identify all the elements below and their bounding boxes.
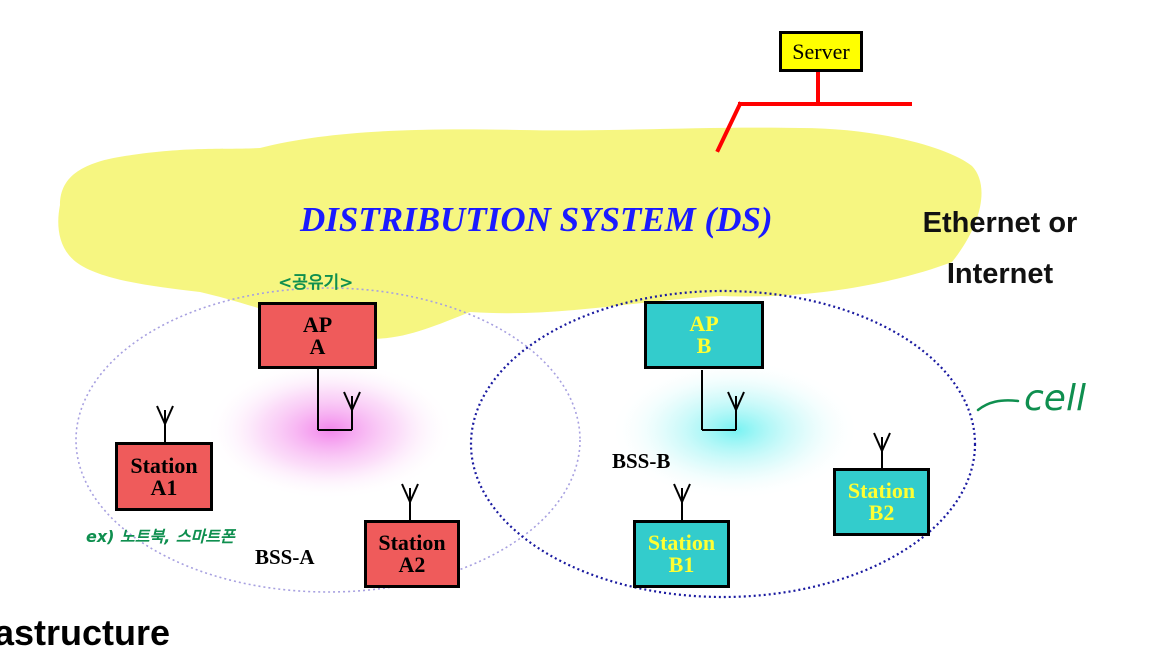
station-a2-line1: Station [378, 530, 446, 555]
bss-b-label: BSS-B [612, 449, 671, 473]
server-label: Server [792, 38, 850, 64]
station-a2-line2: A2 [398, 552, 426, 577]
station-a2-antenna-icon [401, 483, 419, 521]
station-a1-antenna-icon [156, 405, 174, 443]
station-a2-box: Station A2 [364, 520, 460, 588]
bss-b-cell-boundary [469, 289, 977, 599]
network-note: Ethernet or Internet [880, 198, 1120, 300]
ap-b-antenna-icon [701, 370, 745, 431]
ap-a-box: AP A [258, 302, 377, 369]
ap-a-line2: A [309, 333, 326, 359]
cell-note: cell [1024, 378, 1086, 419]
station-b1-box: Station B1 [633, 520, 730, 588]
ds-link [715, 70, 912, 153]
station-b1-line2: B1 [668, 552, 695, 577]
network-note-line2: Internet [946, 258, 1054, 290]
station-b2-line1: Station [847, 478, 916, 503]
bss-a-label: BSS-A [255, 545, 315, 569]
station-b2-antenna-icon [873, 432, 891, 470]
station-b2-box: Station B2 [833, 468, 930, 536]
station-a1-line2: A1 [150, 474, 178, 500]
station-a1-box: Station A1 [115, 442, 213, 511]
bss-a-cell-boundary [75, 287, 581, 593]
server-box: Server [779, 31, 863, 72]
ap-b-line2: B [696, 333, 712, 358]
ap-b-line1: AP [689, 311, 719, 336]
station-b2-line2: B2 [868, 500, 895, 525]
ap-a-antenna-icon [317, 369, 361, 431]
network-note-line1: Ethernet or [922, 207, 1078, 239]
ap-a-line1: AP [302, 311, 333, 337]
station-b1-antenna-icon [673, 483, 691, 521]
ap-b-box: AP B [644, 301, 764, 369]
distribution-system-cloud [58, 127, 982, 339]
distribution-system-title: DISTRIBUTION SYSTEM (DS) [300, 200, 773, 239]
station-example-note: ex) 노트북, 스마트폰 [86, 527, 235, 546]
bottom-partial-text: astructure [0, 612, 171, 653]
network-diagram-canvas [58, 70, 1020, 599]
ap-a-annotation: <공유기> [278, 273, 354, 293]
cell-marker-stroke [976, 399, 1020, 412]
station-a1-line1: Station [130, 452, 198, 478]
station-b1-line1: Station [647, 530, 716, 555]
